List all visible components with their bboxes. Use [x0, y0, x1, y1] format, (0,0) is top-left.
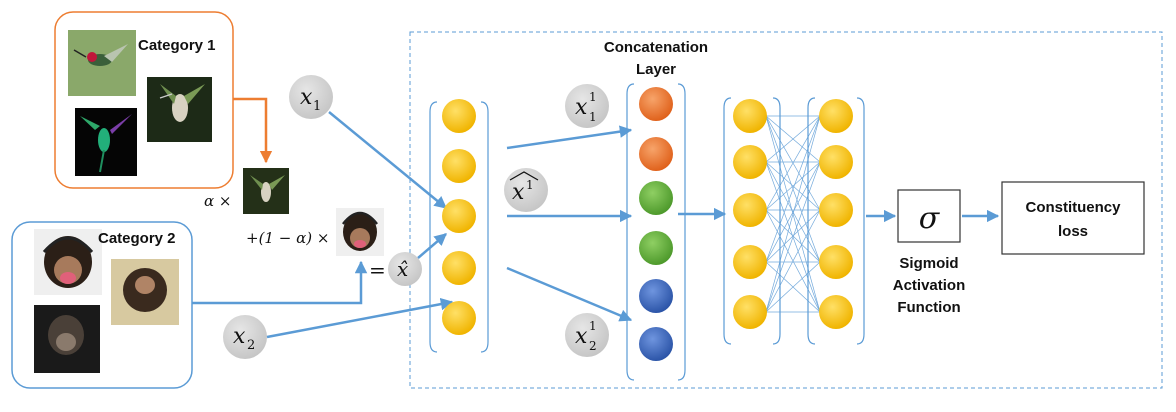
x2-to-input-arrow [266, 297, 454, 339]
hidden-node [733, 295, 767, 329]
network-region [409, 31, 1163, 389]
input-node [442, 301, 476, 335]
svg-text:1: 1 [589, 319, 597, 333]
svg-text:1: 1 [313, 99, 321, 114]
sigmoid-label-line2: Activation [893, 277, 966, 294]
hidden-node [819, 295, 853, 329]
x2-input-bubble: x 2 [223, 315, 267, 359]
concat-node-blue [639, 327, 673, 361]
constituency-loss-box: Constituency loss [1001, 181, 1145, 255]
sigmoid-label-line3: Function [897, 299, 960, 316]
hidden-node [733, 245, 767, 279]
input-node [442, 251, 476, 285]
concat-node-orange [639, 137, 673, 171]
svg-text:1: 1 [589, 110, 597, 124]
to-concat-bottom-arrow [506, 266, 633, 322]
concat-layer [626, 83, 686, 381]
chimp-photo-3 [34, 305, 100, 373]
hidden-node [733, 145, 767, 179]
concat-title-line1: Concatenation [604, 39, 708, 56]
hidden-layer-2 [807, 97, 865, 345]
concat-node-green [639, 181, 673, 215]
svg-text:1: 1 [526, 178, 534, 192]
sigmoid-label-line1: Sigmoid [899, 255, 958, 272]
chimp-photo-1 [34, 229, 102, 295]
category-2-box: Category 2 [11, 221, 193, 389]
svg-text:1: 1 [589, 90, 597, 104]
mixed-bird-thumbnail [243, 168, 289, 214]
concat-title-line2: Layer [636, 61, 676, 78]
input-node [442, 99, 476, 133]
svg-text:x: x [300, 85, 313, 110]
hidden-node [819, 193, 853, 227]
hummingbird-photo-3 [75, 108, 137, 176]
concat-node-blue [639, 279, 673, 313]
svg-text:2: 2 [247, 338, 255, 353]
hidden-node [819, 245, 853, 279]
svg-text:2: 2 [589, 339, 597, 353]
category-1-box: Category 1 [54, 11, 234, 189]
hummingbird-photo-1 [68, 30, 136, 96]
to-concat-top-arrow [506, 125, 633, 150]
hidden-node [819, 99, 853, 133]
hummingbird-photo-2 [147, 77, 212, 142]
x1-input-bubble: x 1 [289, 75, 333, 119]
svg-text:x: x [233, 324, 246, 349]
input-node [442, 199, 476, 233]
concat-node-green [639, 231, 673, 265]
svg-text:x: x [575, 95, 588, 120]
category-2-arrow [192, 260, 368, 305]
category-1-arrow [233, 97, 273, 164]
svg-text:x: x [512, 180, 525, 205]
hidden-node [819, 145, 853, 179]
sigmoid-box: σ [897, 189, 961, 243]
svg-text:x̂: x̂ [397, 257, 408, 281]
alpha-multiplier: α × [204, 192, 231, 210]
loss-label-line2: loss [1058, 223, 1088, 240]
x-hat-bubble: x̂ [388, 252, 422, 286]
svg-text:x: x [575, 324, 588, 349]
hidden-node [733, 193, 767, 227]
mixed-chimp-thumbnail [336, 208, 384, 256]
category-1-label: Category 1 [138, 37, 216, 54]
one-minus-alpha-multiplier: +(1 − α) × [246, 229, 329, 247]
category-2-label: Category 2 [98, 230, 176, 247]
x1-1-bubble: x 1 1 [565, 84, 609, 128]
dense-connections [765, 115, 821, 313]
xhat-to-input-arrow [417, 233, 447, 259]
equals-sign: = [369, 258, 386, 282]
input-node [442, 149, 476, 183]
loss-label-line1: Constituency [1025, 199, 1121, 216]
chimp-photo-2 [111, 259, 179, 325]
concat-node-orange [639, 87, 673, 121]
sigmoid-symbol: σ [919, 201, 941, 236]
input-layer [429, 99, 489, 353]
x1-to-input-arrow [328, 111, 447, 209]
x2-1-bubble: x 1 2 [565, 313, 609, 357]
xhat-1-bubble: x 1 [504, 168, 548, 212]
hidden-node [733, 99, 767, 133]
hidden-layer-1 [723, 97, 781, 345]
